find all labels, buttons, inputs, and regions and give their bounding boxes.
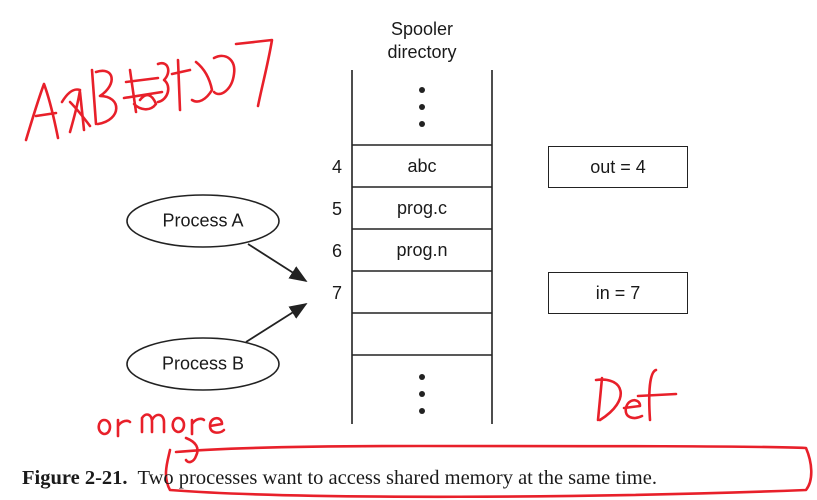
spooler-title-line2: directory (387, 42, 457, 62)
process-b-label: Process B (161, 353, 245, 374)
ellipsis-dot (419, 408, 425, 414)
handwritten-or-more (97, 413, 226, 464)
handwritten-def (594, 368, 678, 422)
handwritten-chinese-note (24, 38, 274, 142)
slot-content: abc (407, 156, 437, 176)
spooler-title-line1: Spooler (390, 19, 454, 39)
figure-caption-text: Two processes want to access shared memo… (137, 467, 657, 489)
figure-label: Figure 2-21. (22, 467, 128, 489)
ellipsis-dot (419, 121, 425, 127)
arrow-b-to-slot7 (245, 303, 308, 343)
slot-index: 4 (331, 157, 342, 177)
ellipsis-dot (419, 104, 425, 110)
ellipsis-dot (419, 391, 425, 397)
process-b-ellipse (126, 337, 280, 391)
slot-index: 6 (331, 241, 342, 261)
ellipsis-dot (419, 374, 425, 380)
slot-content: prog.n (396, 240, 448, 260)
out-variable-box: out = 4 (548, 146, 688, 188)
in-variable-box: in = 7 (548, 272, 688, 314)
process-a-ellipse (126, 194, 280, 248)
process-a-label: Process A (162, 210, 244, 231)
slot-index: 5 (331, 199, 342, 219)
figure-caption: Figure 2-21. Two processes want to access… (22, 467, 657, 490)
in-variable-label: in = 7 (595, 282, 641, 303)
arrow-a-to-slot7 (247, 243, 308, 282)
ellipsis-dot (419, 87, 425, 93)
handwritten-caption-circle (164, 444, 813, 499)
slot-index: 7 (331, 283, 342, 303)
slot-content: prog.c (396, 198, 448, 218)
out-variable-label: out = 4 (590, 156, 646, 177)
